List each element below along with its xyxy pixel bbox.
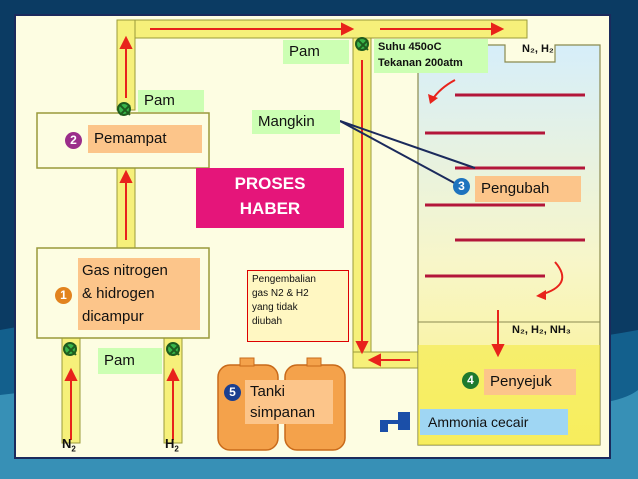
mix-line2: & hidrogen <box>82 285 155 302</box>
return-note-line4: diubah <box>252 316 283 327</box>
mix-box <box>78 258 200 330</box>
valve-top-icon <box>355 37 369 51</box>
mix-line3: dicampur <box>82 308 144 325</box>
tanki-line2: simpanan <box>250 404 316 421</box>
h2-symbol: H <box>165 436 175 451</box>
return-note-line3: yang tidak <box>252 302 298 313</box>
title-box <box>196 168 344 228</box>
return-note-line2: gas N2 & H2 <box>252 288 309 299</box>
pam-left-label: Pam <box>138 90 204 112</box>
gas-bottom-label: N₂, H₂, NH₃ <box>512 324 571 336</box>
tekanan-label: Tekanan 200atm <box>378 57 463 69</box>
pam-bottom-label: Pam <box>98 348 162 374</box>
step-4-badge: 4 <box>462 372 479 389</box>
n2-symbol: N <box>62 436 72 451</box>
n2-subscript: 2 <box>71 444 76 454</box>
return-note-line1: Pengembalian <box>252 274 316 285</box>
mangkin-label: Mangkin <box>252 110 340 134</box>
valve-compressor-icon <box>117 102 131 116</box>
step-2-badge: 2 <box>65 132 82 149</box>
pemampat-label: Pemampat <box>88 125 202 153</box>
h2-label: H2 <box>165 436 179 454</box>
title-line2: HABER <box>239 199 301 218</box>
step-1-badge: 1 <box>55 287 72 304</box>
mix-line1: Gas nitrogen <box>82 262 168 279</box>
ammonia-label: Ammonia cecair <box>420 409 568 435</box>
step-3-badge: 3 <box>453 178 470 195</box>
pengubah-label: Pengubah <box>475 176 581 202</box>
penyejuk-label: Penyejuk <box>484 369 576 395</box>
valve-h2-icon <box>166 342 180 356</box>
valve-n2-icon <box>63 342 77 356</box>
tanki-line1: Tanki <box>250 383 286 400</box>
title-line1: PROSES <box>234 174 306 193</box>
n2-label: N2 <box>62 436 76 454</box>
gas-top-label: N₂, H₂ <box>522 43 554 55</box>
return-note-box <box>247 270 349 342</box>
tanki-box <box>245 380 333 424</box>
pam-top-label: Pam <box>283 40 349 64</box>
condition-box <box>374 39 488 73</box>
suhu-label: Suhu 450oC <box>378 41 442 53</box>
step-5-badge: 5 <box>224 384 241 401</box>
h2-subscript: 2 <box>174 444 179 454</box>
